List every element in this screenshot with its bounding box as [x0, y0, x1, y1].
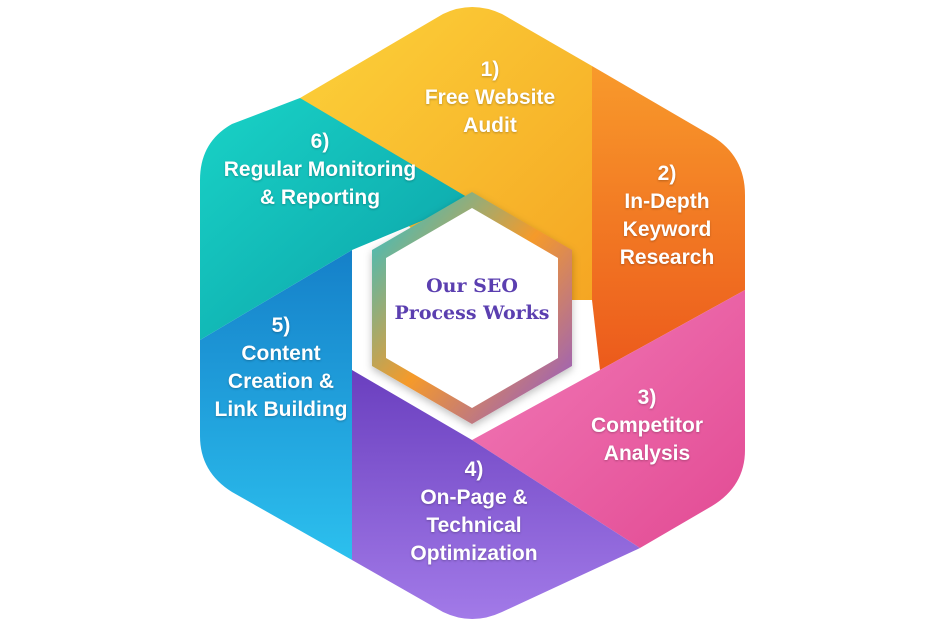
- step-2-label: 2) In-Depth Keyword Research: [619, 162, 715, 269]
- center-hexagon: [386, 208, 558, 408]
- segment-3: [472, 290, 745, 548]
- step-1-label: 1) Free Website Audit: [424, 58, 556, 137]
- center-title: Our SEO Process Works: [394, 275, 550, 324]
- step-5-label: 5) Content Creation & Link Building: [214, 314, 348, 421]
- segment-2: [592, 66, 745, 370]
- step-4-label: 4) On-Page & Technical Optimization: [410, 458, 538, 565]
- segment-5: [200, 250, 352, 560]
- step-3-label: 3) Competitor Analysis: [591, 386, 703, 465]
- segment-4: [352, 370, 640, 619]
- segment-6: [200, 98, 472, 340]
- step-6-label: 6) Regular Monitoring & Reporting: [223, 130, 417, 209]
